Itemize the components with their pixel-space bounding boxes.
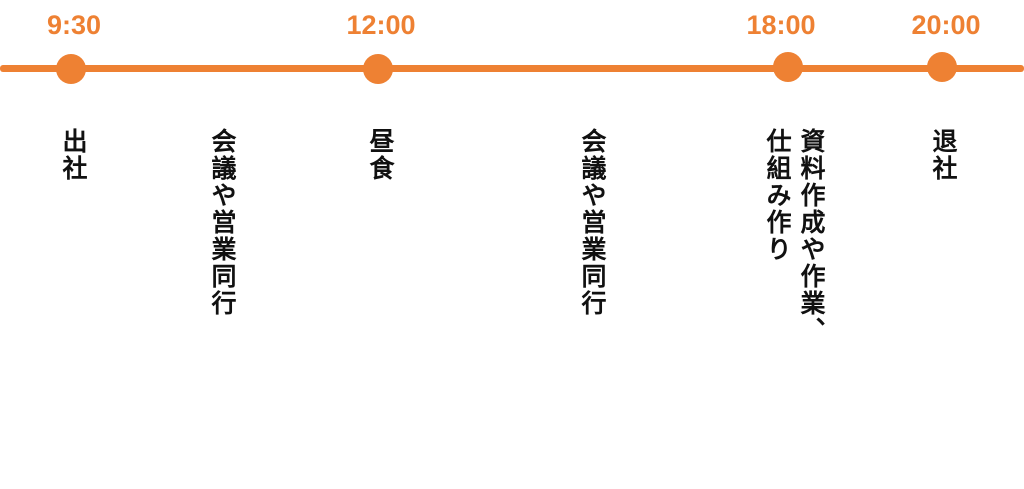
milestone-time-label: 20:00: [911, 10, 981, 40]
event-label-meetings-afternoon: 会議や営業同行: [578, 128, 607, 317]
milestone-marker: [363, 54, 393, 84]
milestone-marker: [773, 52, 803, 82]
milestone-time-label: 9:30: [46, 10, 102, 40]
timeline-line: [0, 65, 1024, 72]
event-label-arrival: 出社: [59, 128, 88, 182]
event-label-departure: 退社: [929, 128, 958, 182]
milestone-marker: [927, 52, 957, 82]
event-label-meetings-morning: 会議や営業同行: [208, 128, 237, 317]
milestone-marker: [56, 54, 86, 84]
event-label-lunch: 昼食: [366, 128, 395, 182]
milestone-time-label: 12:00: [346, 10, 416, 40]
milestone-time-label: 18:00: [746, 10, 816, 40]
event-label-documents-work: 資料作成や作業、 仕組み作り: [763, 128, 826, 344]
